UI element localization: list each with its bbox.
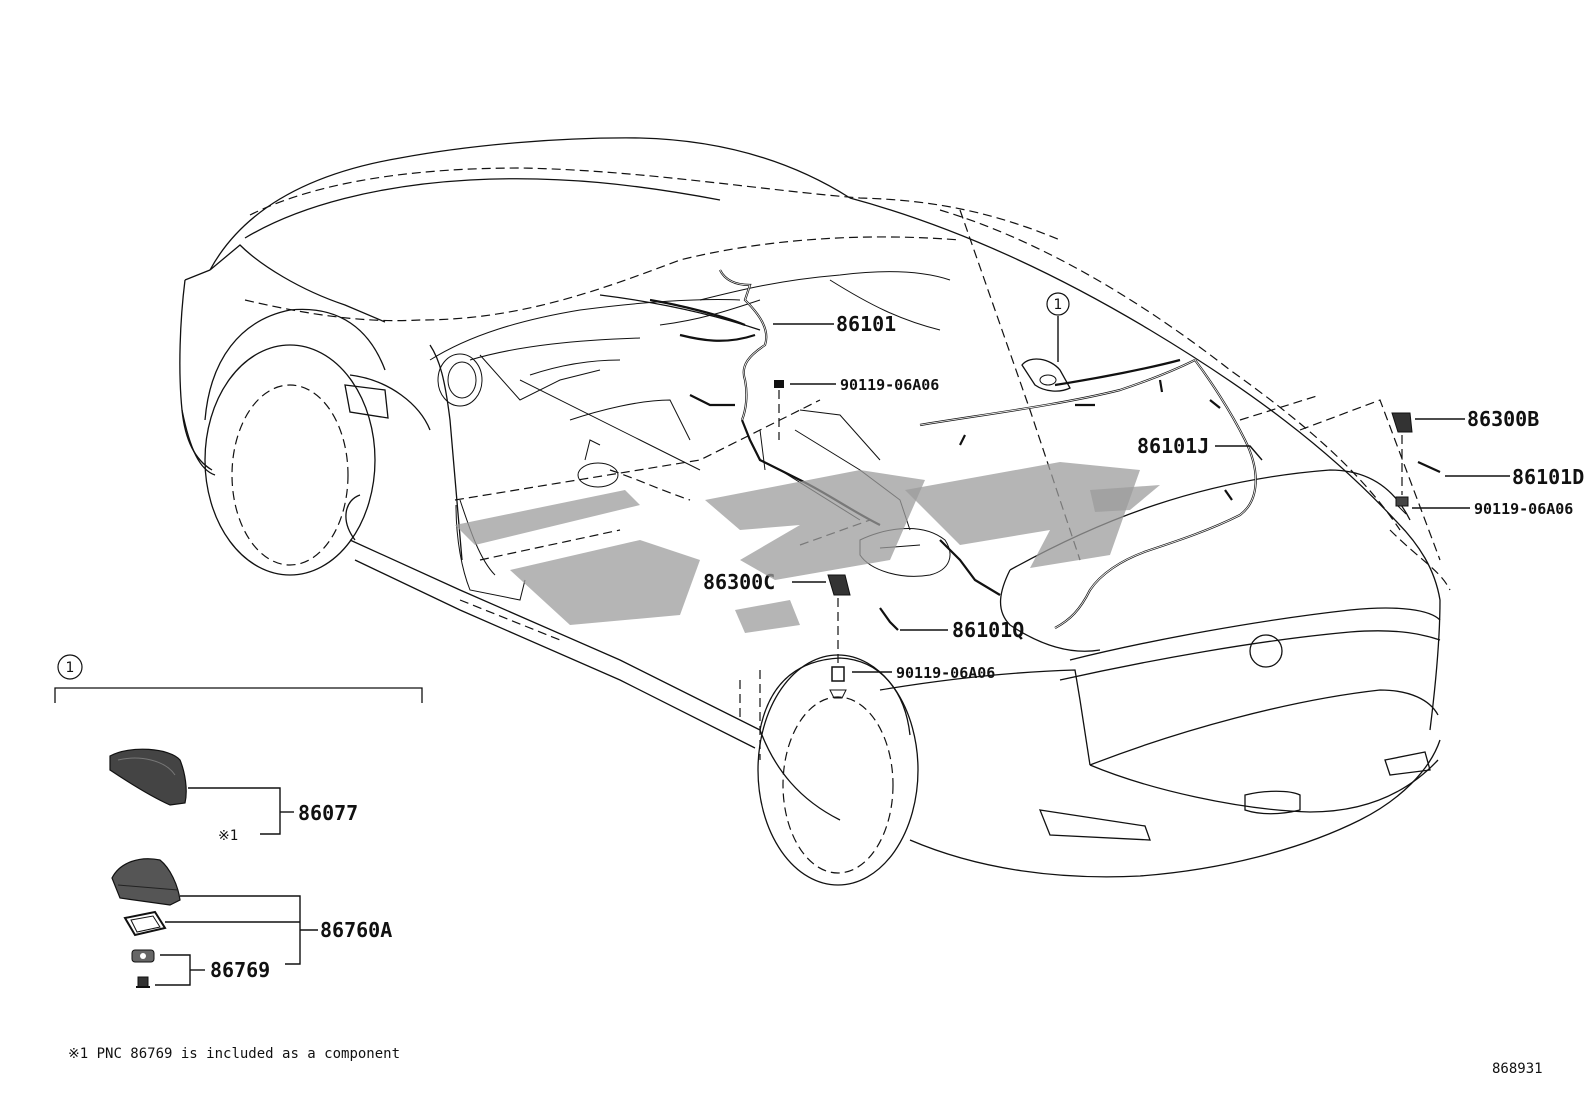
roof-antenna [1021,358,1071,392]
label-86760A: 86760A [320,918,392,942]
label-86101D: 86101D [1512,465,1584,489]
callout-labels: 86101 90119-06A06 86101J 86300B 86101D 9… [703,312,1584,682]
wire-harness-86101J [919,358,1257,629]
bolt-90119-b [1395,496,1409,515]
car-body-outline [179,137,1441,878]
connector-86300B [1391,412,1413,495]
label-90119-c: 90119-06A06 [896,664,995,682]
label-86300B: 86300B [1467,407,1539,431]
label-86300C: 86300C [703,570,775,594]
label-86769: 86769 [210,958,270,982]
interior-phantom [244,167,1451,760]
antenna-cover-part [109,748,187,806]
group-1-callout: 1 [1046,292,1070,316]
detail-group-marker: 1 [66,660,75,676]
label-86101J: 86101J [1137,434,1209,458]
antenna-assembly-part [111,858,181,906]
group-1-callout-number: 1 [1054,297,1063,313]
detail-inset: 1 86077 [54,654,423,988]
wire-harness-86101D [1417,460,1441,474]
label-86101Q: 86101Q [952,618,1024,642]
label-90119-a: 90119-06A06 [840,376,939,394]
gasket-part [123,910,167,937]
bolt-part [136,976,150,988]
watermark-logo [455,462,1160,633]
wire-harness-86101Q [879,607,899,631]
bolt-90119-c [829,666,847,699]
diagram-reference-number: 868931 [1492,1061,1543,1077]
footnote: ※1 PNC 86769 is included as a component [68,1046,400,1062]
label-86101: 86101 [836,312,896,336]
front-wheel [204,308,386,576]
nut-part [131,949,155,963]
label-90119-b: 90119-06A06 [1474,500,1573,518]
label-86077: 86077 [298,801,358,825]
bolt-90119-a [774,380,784,440]
leader-lines [773,316,1510,673]
label-86077-note: ※1 [218,828,238,844]
connector-86300C [827,574,851,665]
